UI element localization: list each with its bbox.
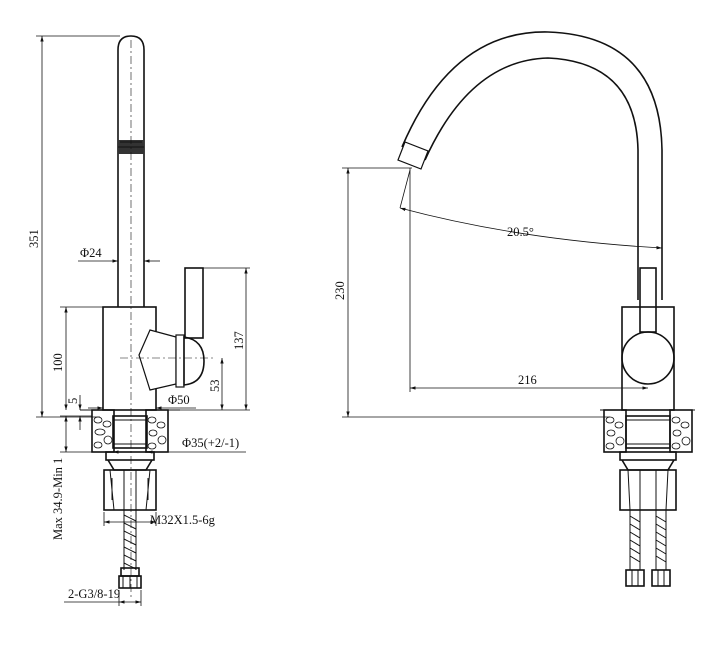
label-dia-50: Φ50 (168, 393, 190, 407)
gooseneck-spout (397, 31, 663, 300)
side-view: 351 Φ24 100 137 53 Φ50 (27, 35, 250, 606)
deck-mount (80, 409, 180, 511)
label-137: 137 (232, 331, 246, 350)
label-5: 5 (66, 398, 80, 404)
dim-hose-g38: 2-G3/8-19 (64, 587, 142, 606)
dim-230: 230 (333, 167, 610, 418)
front-view: 230 20.5° 216 (333, 31, 695, 587)
dim-137: 137 (170, 267, 250, 411)
dim-53: 53 (208, 358, 224, 410)
dim-100: 100 (51, 306, 103, 410)
supply-hoses-front (625, 510, 671, 587)
dim-351: 351 (27, 35, 120, 418)
dim-216: 216 (409, 168, 648, 392)
dim-angle-20-5: 20.5° (399, 169, 663, 250)
dim-dia-50: Φ50 (88, 393, 196, 410)
dim-hole-35: Φ35(+2/-1) (113, 436, 246, 454)
label-hose-g38: 2-G3/8-19 (68, 587, 120, 601)
label-hole-35: Φ35(+2/-1) (182, 436, 239, 450)
label-53: 53 (208, 380, 222, 393)
faucet-body-front (621, 267, 675, 411)
label-angle: 20.5° (507, 225, 534, 239)
dim-5: 5 (66, 395, 82, 430)
label-dia-24: Φ24 (80, 246, 102, 260)
label-100: 100 (51, 353, 65, 372)
dim-thickness: Max 34.9-Min 1 (51, 415, 92, 540)
label-216: 216 (518, 373, 537, 387)
deck-mount-front (600, 409, 695, 511)
faucet-body (102, 267, 205, 411)
dim-thread-m32: M32X1.5-6g (103, 512, 216, 527)
dim-dia-24: Φ24 (78, 246, 160, 263)
label-351: 351 (27, 229, 41, 248)
label-thickness-range: Max 34.9-Min 1 (51, 458, 65, 540)
label-230: 230 (333, 281, 347, 300)
label-thread-m32: M32X1.5-6g (150, 513, 216, 527)
supply-hose (118, 510, 142, 589)
